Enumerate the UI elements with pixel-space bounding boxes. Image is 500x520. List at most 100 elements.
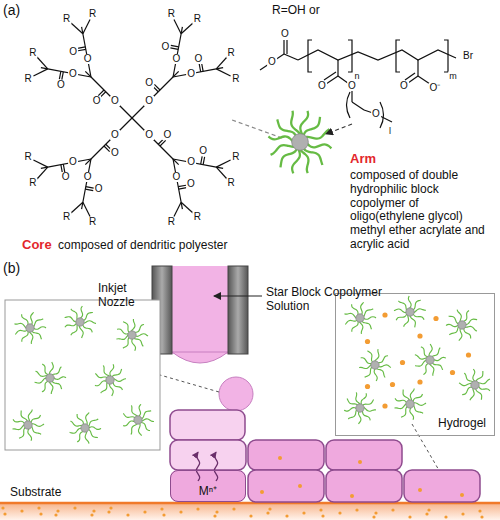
bond [33, 160, 47, 167]
polymer-arm [470, 388, 474, 400]
metal-ion [179, 510, 182, 513]
star-core [356, 404, 364, 412]
bond [286, 40, 287, 54]
polymer-arm [123, 421, 135, 426]
polymer-arm [430, 364, 434, 376]
polymer-arm [359, 365, 371, 369]
polymer-arm [300, 150, 309, 174]
bond [324, 72, 336, 80]
polymer-arm [478, 379, 490, 384]
polymer-arm [32, 331, 42, 339]
metal-crosslink [365, 339, 370, 344]
star-copolymer [394, 296, 426, 327]
gel-block [404, 470, 480, 502]
atom-label: R [28, 48, 37, 58]
substrate-band [0, 503, 500, 520]
star-copolymer [65, 306, 96, 338]
polymer-arm [31, 312, 34, 324]
polymer-arm [88, 429, 97, 437]
star-core [292, 134, 309, 151]
polymer-arm [473, 369, 475, 381]
atom-label: R [231, 152, 240, 162]
annotation: l [388, 127, 392, 136]
diffusion-arrow [214, 452, 217, 481]
star-copolymer [446, 310, 477, 341]
polymer-arm [352, 321, 358, 332]
star-core [106, 376, 114, 384]
node-label: Substrate [8, 486, 63, 500]
polymer-arm [52, 367, 62, 375]
metal-ion [480, 515, 483, 518]
star-core [76, 318, 84, 326]
polymer-arm [28, 428, 32, 440]
metal-crosslink [417, 379, 422, 384]
node-fills [170, 470, 246, 502]
star-core [458, 321, 466, 329]
hydrogel-inset: Hydrogel [335, 293, 495, 436]
bond [216, 57, 227, 69]
polymer-arm [429, 344, 432, 356]
metal-ion [37, 506, 40, 509]
polymer-arm [361, 302, 364, 314]
polymer-arm [280, 149, 297, 168]
polymer-arm [89, 419, 99, 427]
polymer-arm [14, 323, 26, 328]
polymer-arm [410, 407, 414, 419]
polymer-arm [117, 329, 129, 334]
metal-ion [1, 506, 4, 509]
annotation: composed of double hydrophilic block cop… [350, 169, 495, 252]
leader-line [412, 424, 440, 472]
atom-label: R [193, 212, 202, 222]
polymer-arm [378, 365, 390, 368]
annotation: Star Block Copolymer Solution [266, 286, 394, 314]
metal-ion [39, 512, 42, 515]
atom-label: O [172, 54, 182, 64]
atom-label: O [172, 172, 182, 182]
polymer-arm [291, 111, 300, 135]
metal-ion [372, 515, 375, 518]
gel-block [326, 470, 402, 502]
bracket [347, 92, 351, 118]
polymer-arm [457, 310, 461, 322]
atom-label: O [83, 54, 93, 64]
polymer-arm [414, 309, 426, 313]
metal-ion [266, 511, 269, 514]
nozzle-wall [228, 266, 248, 354]
bond [78, 49, 86, 50]
star-copolymer [117, 319, 148, 351]
metal-ion [358, 460, 362, 464]
bond [77, 47, 85, 48]
polymer-arm [86, 412, 89, 424]
polymer-arm [415, 360, 426, 366]
polymer-arm [22, 331, 28, 342]
polymer-arm [271, 145, 295, 155]
atom-label: R [226, 48, 235, 58]
metal-ion [460, 493, 464, 497]
metal-ion [107, 510, 110, 513]
metal-ion [355, 508, 358, 511]
bracket [348, 40, 352, 72]
metal-ion [461, 512, 464, 515]
star-copolymer [415, 344, 446, 376]
metal-ion [268, 507, 271, 510]
backbone [298, 50, 456, 60]
node-label: Hydrogel [436, 417, 488, 431]
polymer-arm [303, 117, 320, 136]
bond [202, 63, 203, 71]
polymer-arm [359, 322, 363, 334]
annotation: composed of dendritic polyester [58, 239, 227, 253]
bond [62, 72, 63, 80]
star-copolymer [12, 410, 44, 441]
polymer-arm [421, 347, 428, 357]
metal-ion [302, 511, 305, 514]
atom-label: R [28, 178, 37, 188]
bond [170, 48, 178, 49]
atom-label: O [94, 184, 104, 194]
polymer-arm [413, 394, 423, 402]
polymer-arm [101, 382, 107, 393]
metal-ion [285, 514, 288, 517]
polymer-arm [21, 410, 27, 421]
annotation: O [371, 109, 381, 119]
droplet [219, 377, 253, 411]
